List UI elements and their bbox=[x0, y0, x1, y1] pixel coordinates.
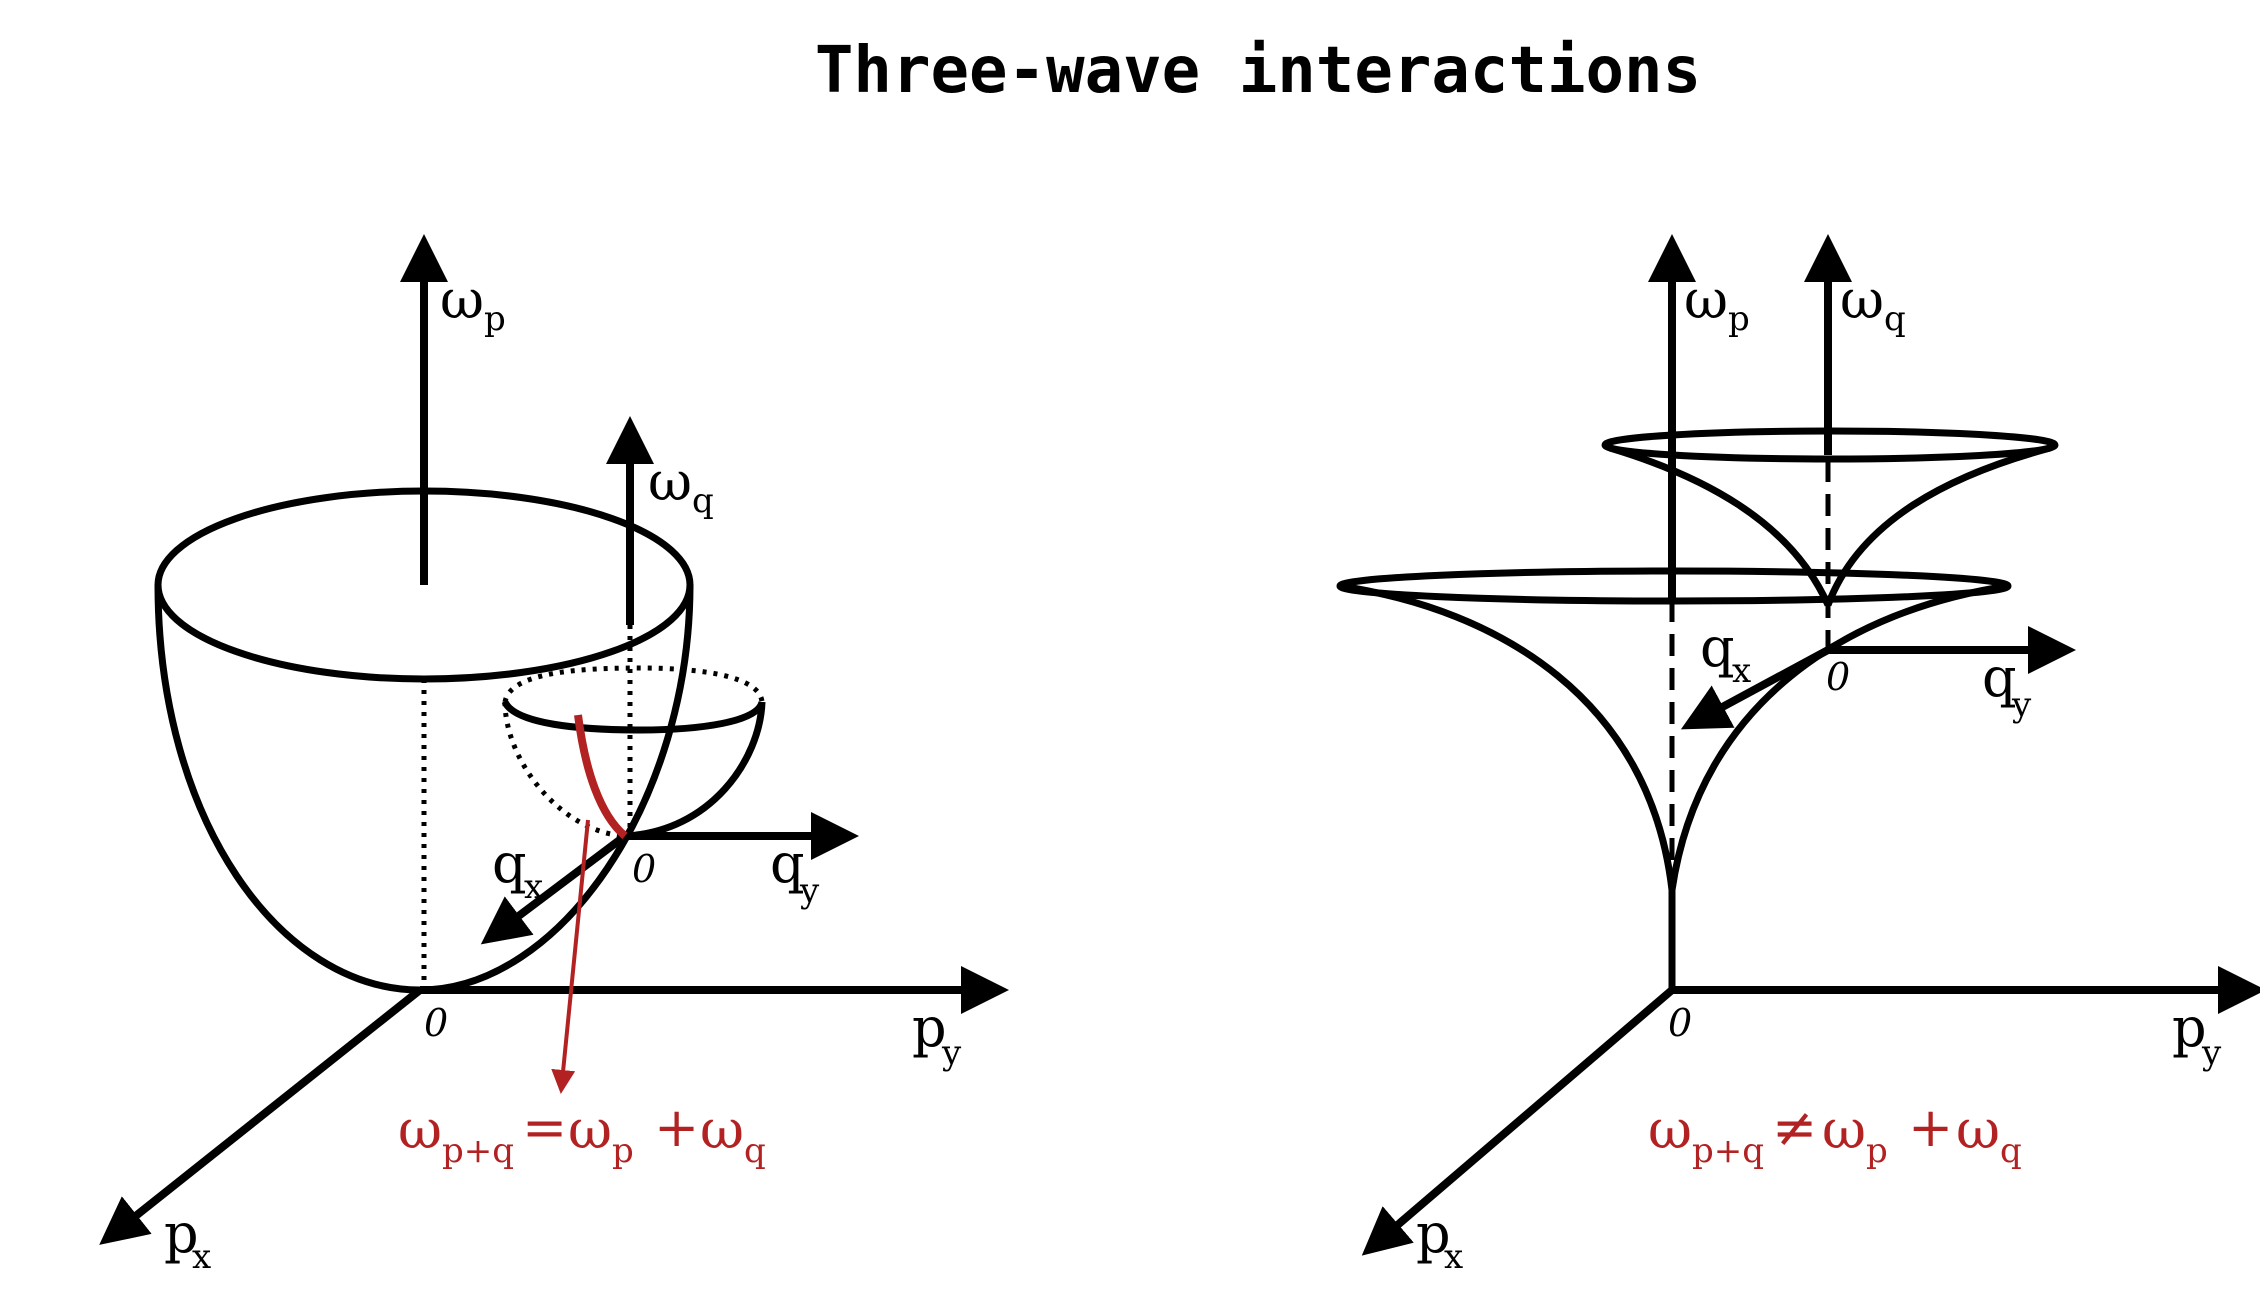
left-origin-q: 0 bbox=[632, 847, 656, 891]
right-big-trumpet-right bbox=[1668, 582, 2009, 891]
left-px-label: p bbox=[164, 1202, 199, 1265]
right-omega-q-sub: q bbox=[1884, 299, 1906, 339]
right-px-sub: x bbox=[1444, 1237, 1463, 1277]
left-omega-p-sub: p bbox=[484, 299, 506, 339]
left-eq-operator-2: + bbox=[654, 1096, 699, 1159]
left-bowl-side bbox=[154, 584, 694, 994]
right-eq-omega-2: ω bbox=[1822, 1098, 1866, 1161]
right-py-label: p bbox=[2172, 996, 2207, 1059]
left-qx-sub: x bbox=[524, 867, 543, 907]
left-resonance-pointer bbox=[551, 819, 590, 1094]
right-eq-omega-3: ω bbox=[1956, 1098, 2000, 1161]
right-eq-sub-1: p+q bbox=[1692, 1131, 1764, 1171]
right-omega-p-label: ω bbox=[1684, 268, 1728, 331]
left-qy-label: q bbox=[770, 832, 805, 895]
right-px-axis bbox=[1361, 986, 1675, 1256]
left-panel: ω p ω q q x q y 0 0 p y p x ω p+q = ω p … bbox=[99, 234, 1009, 1277]
right-origin-q: 0 bbox=[1826, 655, 1850, 699]
right-qx-axis bbox=[1680, 646, 1830, 730]
left-eq-sub-2: p bbox=[612, 1131, 634, 1171]
left-py-sub: y bbox=[941, 1033, 962, 1073]
left-eq-sub-3: q bbox=[744, 1131, 766, 1171]
left-small-bowl-rim-back bbox=[502, 665, 765, 703]
left-small-bowl-rim-front bbox=[501, 700, 766, 734]
left-qx-label: q bbox=[492, 832, 527, 895]
right-omega-q-label: ω bbox=[1840, 268, 1884, 331]
left-qy-sub: y bbox=[799, 871, 820, 911]
left-omega-p-label: ω bbox=[440, 268, 484, 331]
right-eq-operator-1: ≠ bbox=[1772, 1096, 1817, 1159]
right-qy-label: q bbox=[1982, 646, 2017, 709]
left-eq-sub-1: p+q bbox=[442, 1131, 514, 1171]
left-eq-omega-3: ω bbox=[700, 1098, 744, 1161]
right-qy-sub: y bbox=[2011, 685, 2032, 725]
left-omega-q-label: ω bbox=[648, 450, 692, 513]
right-eq-sub-3: q bbox=[2000, 1131, 2022, 1171]
right-small-trumpet-left bbox=[1608, 444, 1832, 607]
right-equation: ω p+q ≠ ω p + ω q bbox=[1648, 1096, 2022, 1171]
right-eq-omega-1: ω bbox=[1648, 1098, 1692, 1161]
left-eq-omega-1: ω bbox=[398, 1098, 442, 1161]
right-eq-operator-2: + bbox=[1908, 1096, 1953, 1159]
right-big-trumpet-left bbox=[1339, 582, 1676, 990]
right-qx-sub: x bbox=[1732, 651, 1751, 691]
left-py-label: p bbox=[912, 996, 947, 1059]
right-px-label: p bbox=[1416, 1202, 1451, 1265]
left-omega-q-sub: q bbox=[692, 481, 714, 521]
right-eq-sub-2: p bbox=[1866, 1131, 1888, 1171]
left-equation: ω p+q = ω p + ω q bbox=[398, 1096, 766, 1171]
left-resonance-curve bbox=[574, 714, 628, 840]
right-py-sub: y bbox=[2201, 1033, 2222, 1073]
left-qx-axis bbox=[480, 832, 628, 945]
left-px-axis bbox=[99, 986, 423, 1245]
left-small-bowl-right-side bbox=[624, 701, 766, 840]
left-px-sub: x bbox=[192, 1237, 211, 1277]
right-panel: ω p ω q q x q y 0 0 p y p x ω p+q ≠ ω p … bbox=[1336, 234, 2260, 1277]
right-small-trumpet-right bbox=[1824, 444, 2051, 607]
right-qx-label: q bbox=[1700, 616, 1735, 679]
diagram-title: Three-wave interactions bbox=[815, 34, 1701, 108]
left-origin-p: 0 bbox=[424, 1001, 448, 1045]
right-origin-p: 0 bbox=[1668, 1001, 1692, 1045]
right-omega-p-sub: p bbox=[1728, 299, 1750, 339]
left-eq-operator-1: = bbox=[522, 1096, 567, 1159]
left-eq-omega-2: ω bbox=[568, 1098, 612, 1161]
